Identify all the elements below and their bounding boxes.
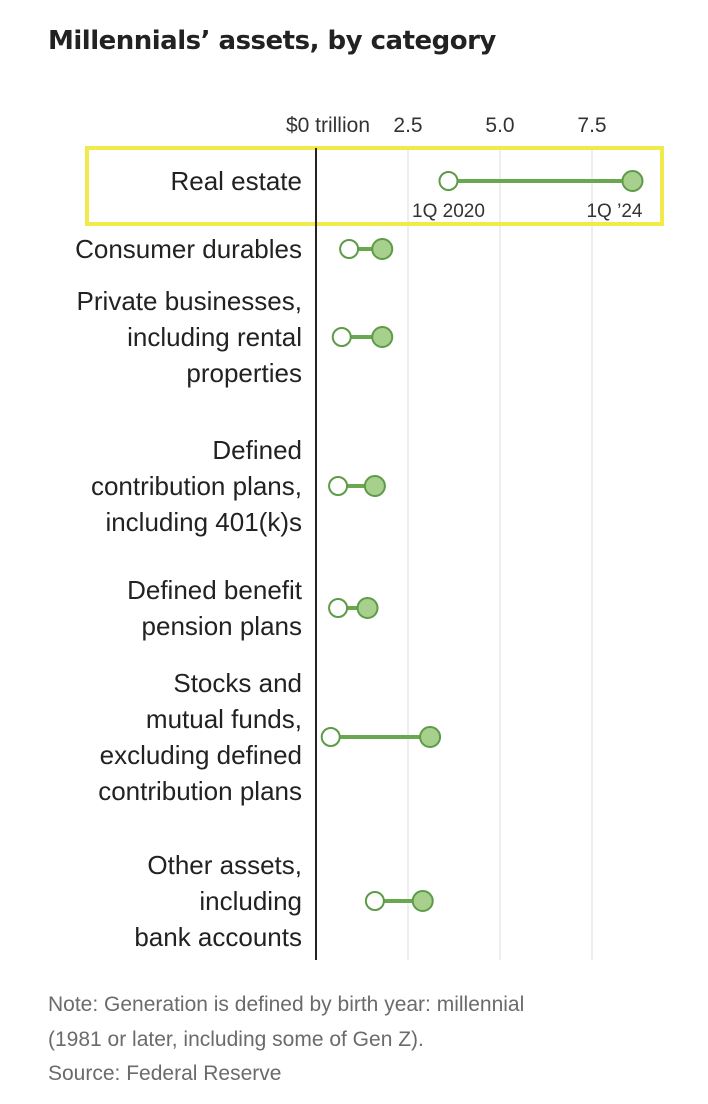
x-tick-label-2: 5.0: [485, 114, 514, 137]
start-dot-2: [331, 327, 352, 347]
category-label-5-0: Stocks and: [173, 668, 302, 698]
category-label-0-0: Real estate: [170, 166, 302, 196]
end-dot-6: [411, 890, 434, 912]
start-dot-5: [320, 727, 341, 747]
series-label-start: 1Q 2020: [412, 201, 485, 222]
category-label-6-2: bank accounts: [134, 922, 302, 952]
start-dot-0: [438, 171, 459, 191]
category-label-6-0: Other assets,: [147, 850, 302, 880]
note-line-1: Note: Generation is defined by birth yea…: [48, 993, 525, 1016]
category-label-6-1: including: [199, 886, 302, 916]
end-dot-2: [371, 326, 394, 348]
start-dot-4: [328, 598, 349, 618]
category-label-2-2: properties: [186, 358, 302, 388]
source-note: Source: Federal Reserve: [48, 1062, 282, 1085]
category-label-3-1: contribution plans,: [91, 471, 302, 501]
category-label-3-2: including 401(k)s: [105, 507, 302, 537]
category-label-1-0: Consumer durables: [75, 234, 302, 264]
x-tick-label-1: 2.5: [393, 114, 422, 137]
start-dot-3: [328, 476, 349, 496]
end-dot-3: [363, 475, 386, 497]
category-label-4-0: Defined benefit: [127, 575, 303, 605]
note-line-2: (1981 or later, including some of Gen Z)…: [48, 1028, 424, 1051]
category-label-5-1: mutual funds,: [146, 704, 302, 734]
category-label-5-3: contribution plans: [98, 776, 302, 806]
end-dot-4: [356, 597, 379, 619]
highlight-box: [85, 146, 664, 226]
x-tick-label-0: $0 trillion: [286, 114, 370, 137]
chart-title: Millennials’ assets, by category: [48, 26, 496, 56]
end-dot-1: [371, 238, 394, 260]
end-dot-0: [621, 170, 644, 192]
category-label-2-1: including rental: [127, 322, 302, 352]
end-dot-5: [419, 726, 442, 748]
x-tick-label-3: 7.5: [577, 114, 606, 137]
category-label-5-2: excluding defined: [100, 740, 302, 770]
category-label-3-0: Defined: [212, 435, 302, 465]
category-label-2-0: Private businesses,: [77, 286, 302, 316]
category-label-4-1: pension plans: [142, 611, 302, 641]
series-label-end: 1Q ’24: [586, 201, 642, 222]
start-dot-1: [339, 239, 360, 259]
start-dot-6: [364, 891, 385, 911]
